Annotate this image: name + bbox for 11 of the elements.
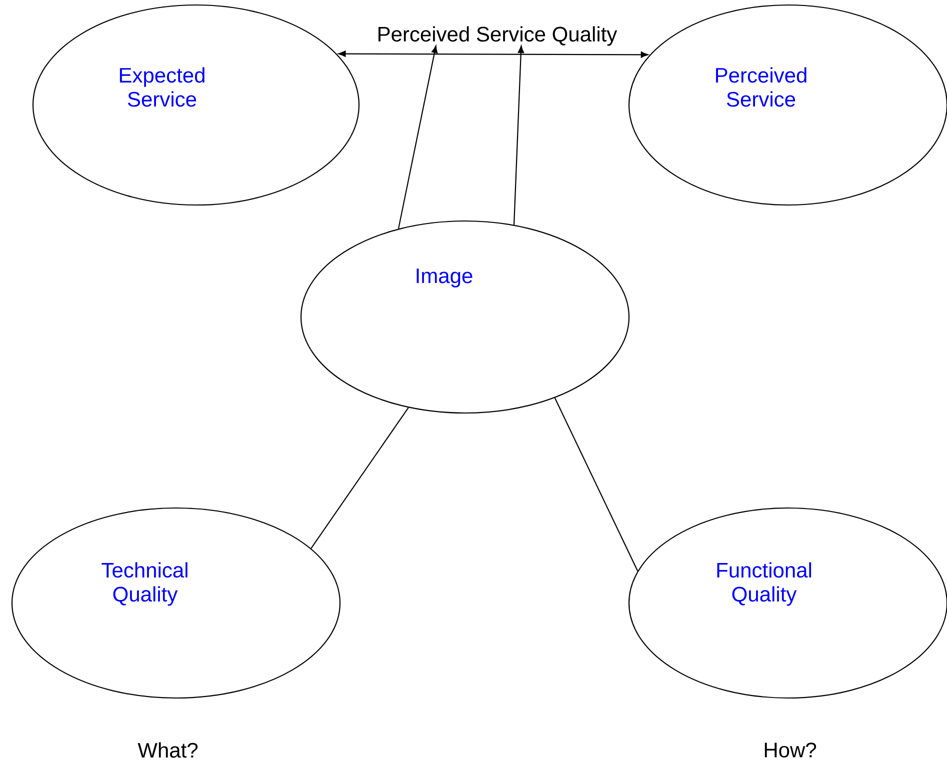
ellipse-node: Technical Quality: [11, 507, 341, 699]
connector-line: [310, 407, 409, 549]
question-label: What?: [138, 742, 198, 758]
ellipse-node: Expected Service: [32, 4, 360, 206]
ellipse-node: Image: [300, 220, 630, 414]
question-label: How?: [764, 742, 816, 758]
double-arrow: [338, 50, 648, 58]
diagram-label: Perceived Service Quality: [378, 26, 618, 46]
arrow: [398, 46, 438, 229]
arrow: [513, 46, 524, 225]
connector-line: [554, 398, 638, 572]
